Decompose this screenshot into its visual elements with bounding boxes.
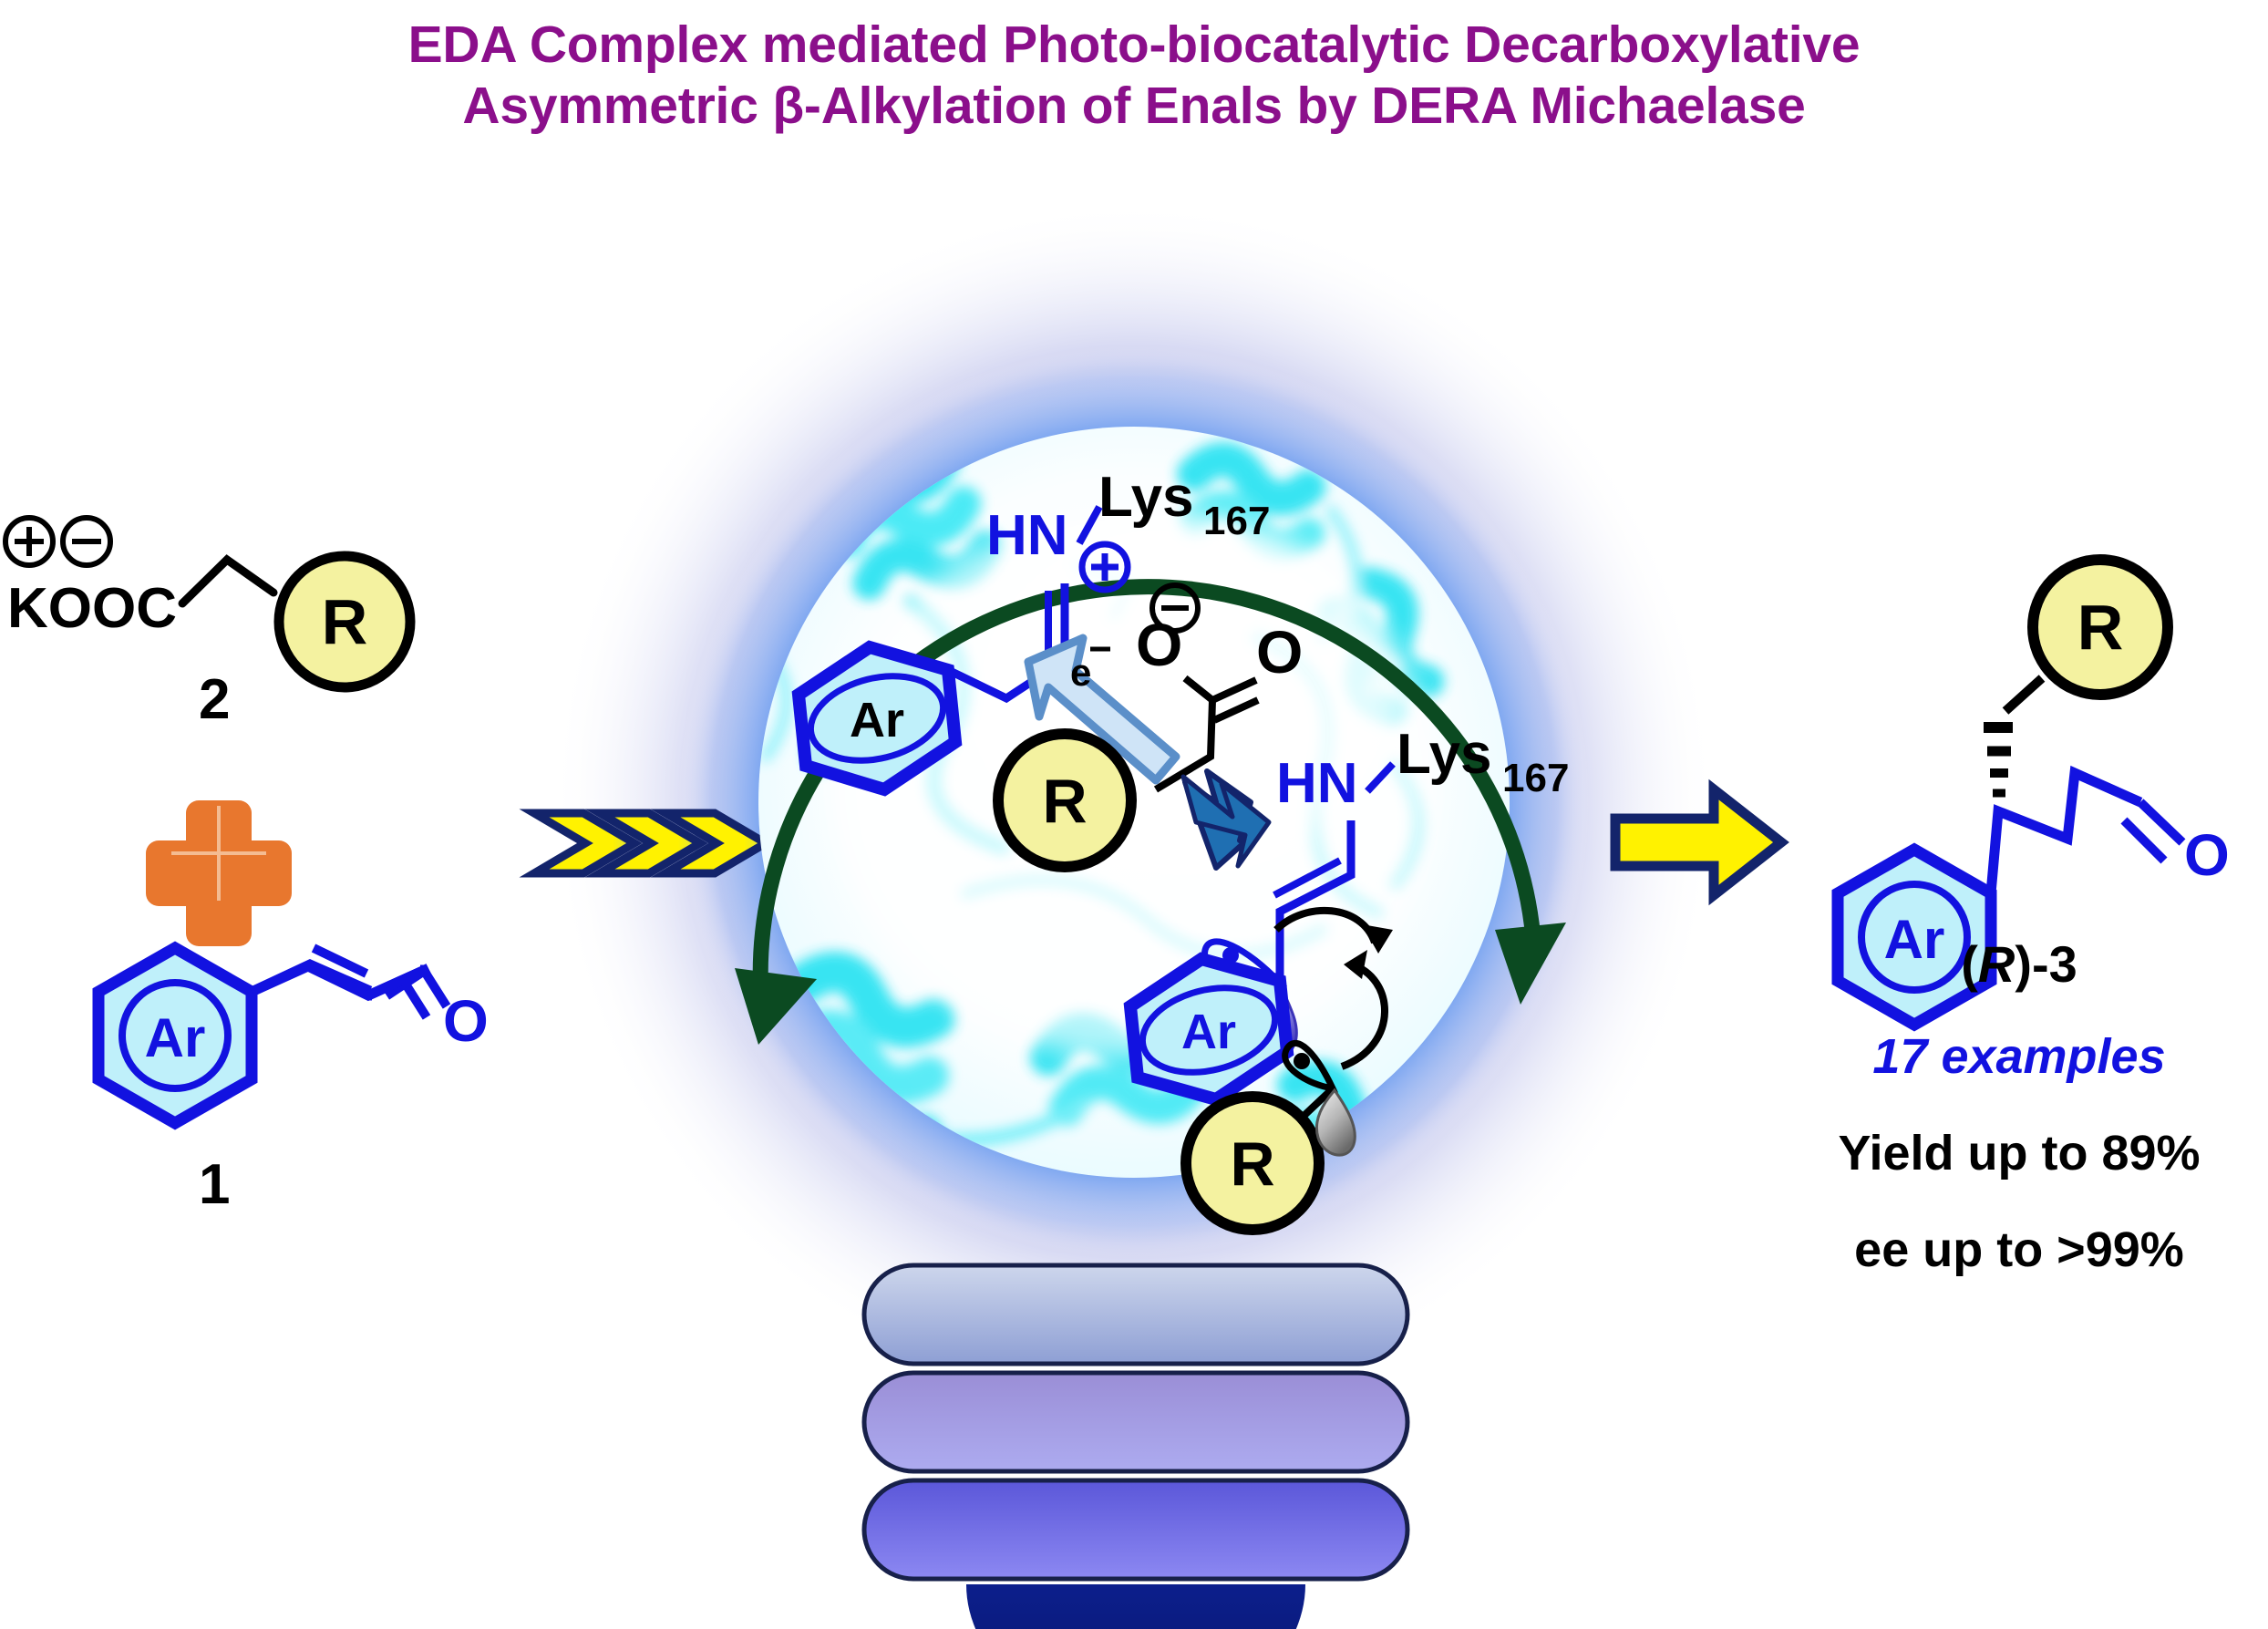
light-in-arrow	[519, 809, 774, 878]
product-caption-block: (R)-3 17 examples Yield up to 89% ee up …	[1768, 939, 2268, 1278]
r-label-2: R	[322, 586, 368, 657]
cc-double-inner-bottom	[1273, 857, 1342, 899]
charge-minus-icon	[60, 515, 113, 568]
lys-number-top: 167	[1203, 499, 1270, 543]
carboxylate-charge-icon	[1149, 583, 1201, 634]
bond-chain-2	[178, 554, 278, 608]
aromatic-circle-top	[807, 673, 947, 764]
examples-count: 17 examples	[1872, 1029, 2166, 1084]
product-number: 3	[2048, 935, 2077, 993]
reaction-progress-arrow	[1180, 768, 1272, 871]
curly-arrowhead-2	[1344, 950, 1367, 979]
r-bond-product	[2002, 675, 2046, 715]
hn-label-top: HN	[986, 504, 1068, 567]
bulb-base	[861, 1263, 1410, 1629]
co-bond-a-1	[420, 969, 451, 1009]
compound-number-1: 1	[199, 1153, 230, 1216]
aromatic-circle-product	[1858, 881, 1971, 994]
o-right-label-top: O	[1256, 618, 1303, 686]
title-line-1: EDA Complex mediated Photo-biocatalytic …	[407, 15, 1861, 74]
plus-sign-icon	[146, 800, 292, 946]
radical-dot-grey	[1294, 1053, 1310, 1069]
paren-open: (	[1961, 935, 1978, 993]
n-lys-bond-bottom	[1365, 761, 1396, 794]
r-group-circle-top: R	[993, 728, 1137, 872]
oxygen-label-1: O	[443, 988, 489, 1054]
oxygen-label-product: O	[2184, 822, 2230, 888]
reactant-1-group: Ar	[92, 941, 489, 1216]
r-group-circle-2: R	[273, 551, 416, 693]
product-out-arrow	[1610, 778, 1789, 906]
enamine-chain-bottom	[1275, 820, 1356, 981]
lys-number-bottom: 167	[1502, 756, 1569, 800]
n-lys-bond-top	[1076, 505, 1103, 545]
aromatic-circle-bottom	[1139, 985, 1279, 1076]
yield-text: Yield up to 89%	[1838, 1126, 2201, 1181]
r-orbital-bond	[1297, 1088, 1334, 1122]
r-label-product: R	[2077, 592, 2124, 663]
aryl-hexagon-1	[92, 941, 258, 1130]
electron-label: e	[1070, 651, 1091, 694]
base-dome	[966, 1584, 1305, 1629]
r-label-bottom: R	[1230, 1129, 1274, 1199]
r-descriptor: R	[1977, 935, 2015, 993]
curly-arrowhead-1	[1362, 924, 1393, 954]
reactant-2-group: KOOC R 2	[3, 515, 416, 731]
co-bond-a-product	[2137, 799, 2186, 846]
product-stereo-label: (R)-3	[1768, 939, 2268, 990]
double-bond-inner-1	[311, 943, 369, 978]
ar-label-1: Ar	[145, 1007, 206, 1068]
r-group-circle-bottom: R	[1180, 1091, 1325, 1235]
iminium-charge-icon	[1078, 541, 1131, 593]
grey-p-orbital	[1282, 1039, 1356, 1157]
lys-label-top: Lys	[1098, 466, 1194, 529]
hashed-stereo-bond	[1984, 722, 2013, 798]
compound-number-2: 2	[199, 668, 230, 731]
cycle-arrowhead-right	[1495, 923, 1566, 1005]
paren-close: )-	[2015, 935, 2049, 993]
hn-label-bottom: HN	[1276, 752, 1358, 815]
charge-plus-icon	[3, 515, 56, 568]
page-title: EDA Complex mediated Photo-biocatalytic …	[0, 15, 2268, 138]
product-group: R Ar O	[1831, 554, 2230, 1032]
electron-transfer-arrow: e	[1024, 634, 1180, 785]
ar-label-bottom: Ar	[1181, 1005, 1236, 1059]
lys-label-bottom: Lys	[1397, 723, 1492, 786]
co-bond-b-product	[2120, 817, 2168, 864]
o-left-label-top: O	[1136, 611, 1182, 678]
cycle-arrowhead-left	[735, 968, 817, 1045]
r-group-circle-product: R	[2027, 554, 2173, 700]
ee-text: ee up to >99%	[1854, 1222, 2184, 1277]
base-bar-1	[861, 1263, 1410, 1366]
ar-label-top: Ar	[850, 693, 904, 747]
title-line-2: Asymmetric β-Alkylation of Enals by DERA…	[462, 77, 1806, 136]
product-backbone	[1985, 765, 2143, 894]
co-bond-b-1	[400, 980, 431, 1020]
base-bar-3	[861, 1478, 1410, 1582]
aryl-hexagon-top	[791, 640, 963, 797]
co-double-inner-top	[1212, 696, 1260, 724]
base-bar-2	[861, 1370, 1410, 1474]
aromatic-circle-1	[119, 979, 232, 1092]
aryl-hexagon-product	[1831, 842, 1997, 1032]
ar-label-product: Ar	[1884, 909, 1945, 970]
top-mechanism: Lys 167 HN O O	[791, 466, 1303, 872]
bottom-mechanism: Lys 167 HN Ar R	[1123, 723, 1569, 1235]
kooc-label: KOOC	[7, 577, 177, 640]
r-label-top: R	[1042, 767, 1087, 836]
ch2-chain-top	[1153, 699, 1216, 793]
